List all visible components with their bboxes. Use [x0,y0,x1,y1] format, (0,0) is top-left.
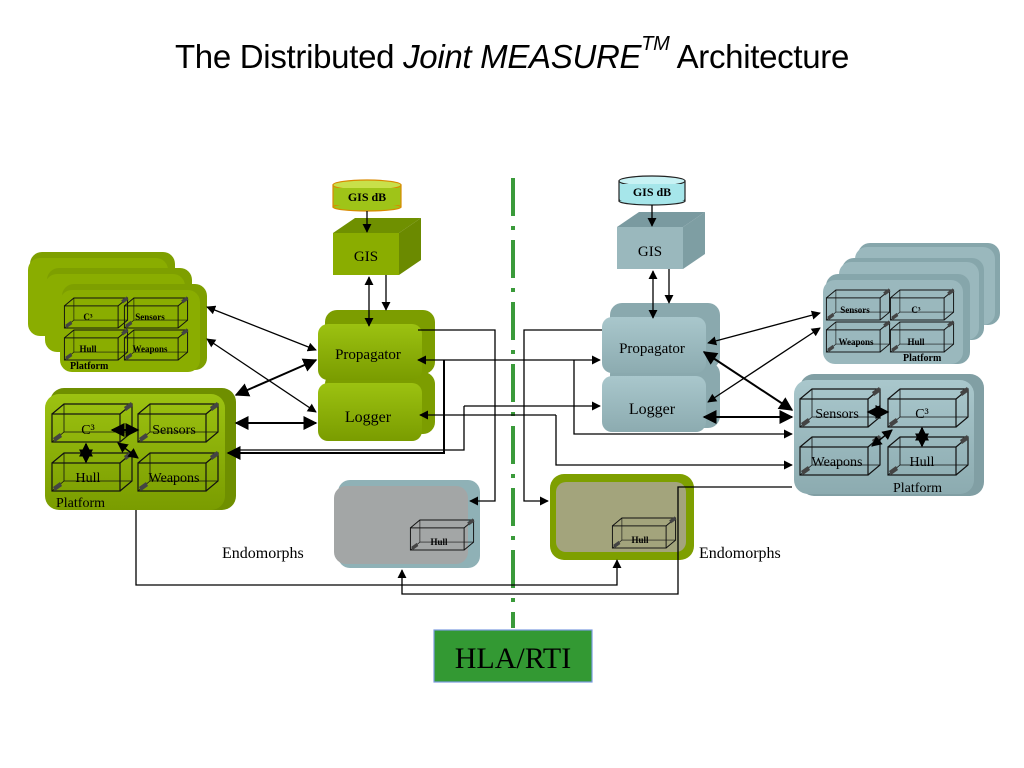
right-endomorphs-hull: Hull [631,535,649,545]
hla-rti-box: HLA/RTI [433,629,593,683]
left-main-c3: C³ [81,423,95,438]
left-endomorphs-label: Endomorphs [222,545,304,562]
left-logger-node: Logger [318,372,435,441]
left-main-weapons: Weapons [149,471,200,486]
left-platform-stack: C³ Sensors Hull Weapons Platform [28,252,207,372]
right-stack-hull: Hull [907,337,925,347]
right-logger-label: Logger [629,401,676,418]
left-stack-c3: C³ [83,312,92,322]
right-stack-platform-label: Platform [903,353,942,364]
right-endomorphs-label: Endomorphs [699,545,781,562]
left-endomorphs: Hull [334,480,480,568]
right-stack-weapons: Weapons [838,337,874,347]
left-stack-sensors: Sensors [135,312,165,322]
right-platform-stack: Sensors C³ Weapons Hull Platform [823,243,1000,364]
left-main-sensors: Sensors [152,423,196,438]
left-stack-weapons: Weapons [132,344,168,354]
left-gis-label: GIS [354,249,378,265]
left-main-platform-label: Platform [56,496,105,511]
right-platform-main: Sensors C³ Weapons Hull Platform [794,374,984,496]
right-propagator-node: Propagator [602,303,720,373]
left-propagator-node: Propagator [318,310,435,380]
left-logger-label: Logger [345,409,392,426]
connectors [135,205,821,595]
right-main-c3: C³ [915,407,929,422]
left-endomorphs-hull: Hull [430,537,448,547]
hla-rti-label: HLA/RTI [455,642,572,675]
right-stack-sensors: Sensors [840,305,870,315]
right-main-sensors: Sensors [815,407,859,422]
right-stack-c3: C³ [911,305,920,315]
left-stack-hull: Hull [79,344,97,354]
right-gis-node: GIS [617,212,705,269]
page-title: The Distributed Joint MEASURETM Architec… [0,33,1024,76]
left-platform-main: C³ Sensors Hull Weapons Platform [45,388,236,511]
right-main-hull: Hull [910,455,935,470]
title-prefix: The Distributed [174,38,404,75]
right-gis-db-label: GIS dB [633,185,671,199]
right-gis-db: GIS dB [618,175,686,206]
right-logger-node: Logger [602,362,720,432]
left-gis-db-label: GIS dB [348,190,386,204]
right-endomorphs: Hull [550,474,694,560]
left-propagator-label: Propagator [335,347,401,363]
right-main-weapons: Weapons [812,455,863,470]
left-main-hull: Hull [76,471,101,486]
title-trademark: TM [641,33,670,55]
right-gis-label: GIS [638,244,662,260]
left-gis-node: GIS [333,218,421,275]
right-propagator-label: Propagator [619,341,685,357]
left-stack-platform-label: Platform [70,361,109,372]
title-italic: Joint MEASURE [403,38,642,75]
right-main-platform-label: Platform [893,481,942,496]
title-suffix: Architecture [669,38,850,75]
left-gis-db: GIS dB [332,179,402,212]
